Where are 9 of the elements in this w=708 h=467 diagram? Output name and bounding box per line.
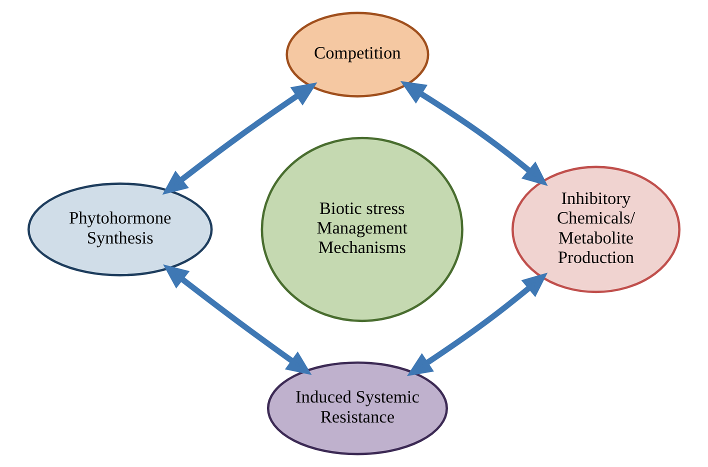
- arrow: [163, 264, 312, 376]
- node-ellipse: Induced Systemic Resistance: [266, 361, 448, 456]
- node-circle: Biotic stress Management Mechanisms: [260, 136, 464, 322]
- node-ellipse: Phytohormone Synthesis: [27, 182, 213, 276]
- arrow: [400, 81, 548, 186]
- node-ellipse: Inhibitory Chemicals/ Metabolite Production: [511, 166, 681, 294]
- node-ellipse: Competition: [286, 12, 430, 98]
- arrow: [406, 272, 548, 376]
- arrow: [162, 82, 318, 195]
